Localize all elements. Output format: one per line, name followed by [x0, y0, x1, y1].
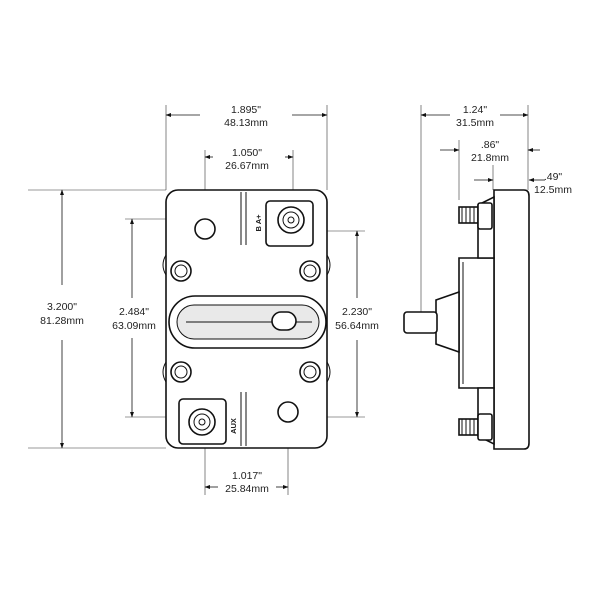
mid-depth-mm-label: 21.8mm [471, 152, 509, 164]
bottom-spacing-in-label: 1.017" [232, 470, 262, 482]
terminal-stud-bottom [178, 398, 227, 445]
side-terminal-bottom [458, 413, 493, 441]
side-terminal-top [458, 202, 493, 230]
mount-height-in-label: 2.484" [119, 306, 149, 318]
mount-screw-top-right [299, 260, 321, 282]
depth-in-label: 1.24" [463, 104, 487, 116]
stud-spacing-in-label: 2.230" [342, 306, 372, 318]
mount-screw-bottom-left [170, 361, 192, 383]
top-spacing-mm-label: 26.67mm [225, 160, 269, 172]
mount-hole-bottom [277, 401, 299, 423]
top-spacing-in-label: 1.050" [232, 147, 262, 159]
mount-hole-top [194, 218, 216, 240]
height-mm-label: 81.28mm [40, 315, 84, 327]
base-depth-in-label: .49" [544, 171, 563, 183]
width-in-label: 1.895" [231, 104, 261, 116]
height-in-label: 3.200" [47, 301, 77, 313]
mid-depth-in-label: .86" [481, 139, 500, 151]
mount-screw-top-left [170, 260, 192, 282]
front-view: B A+ AUX 1.895" 48.13mm 1.050" 26.67mm 3… [28, 104, 379, 495]
stud-spacing-mm-label: 56.64mm [335, 320, 379, 332]
terminal-top-label: B A+ [254, 214, 263, 232]
base-depth-mm-label: 12.5mm [534, 184, 572, 196]
terminal-bottom-label: AUX [229, 418, 238, 434]
mount-height-mm-label: 63.09mm [112, 320, 156, 332]
width-mm-label: 48.13mm [224, 117, 268, 129]
side-reset-button [403, 290, 460, 354]
side-view: 1.24" 31.5mm .86" 21.8mm .49" 12.5mm [403, 104, 572, 450]
bottom-spacing-mm-label: 25.84mm [225, 483, 269, 495]
mount-screw-bottom-right [299, 361, 321, 383]
depth-mm-label: 31.5mm [456, 117, 494, 129]
terminal-stud-top [265, 200, 314, 247]
reset-lever [168, 295, 327, 349]
